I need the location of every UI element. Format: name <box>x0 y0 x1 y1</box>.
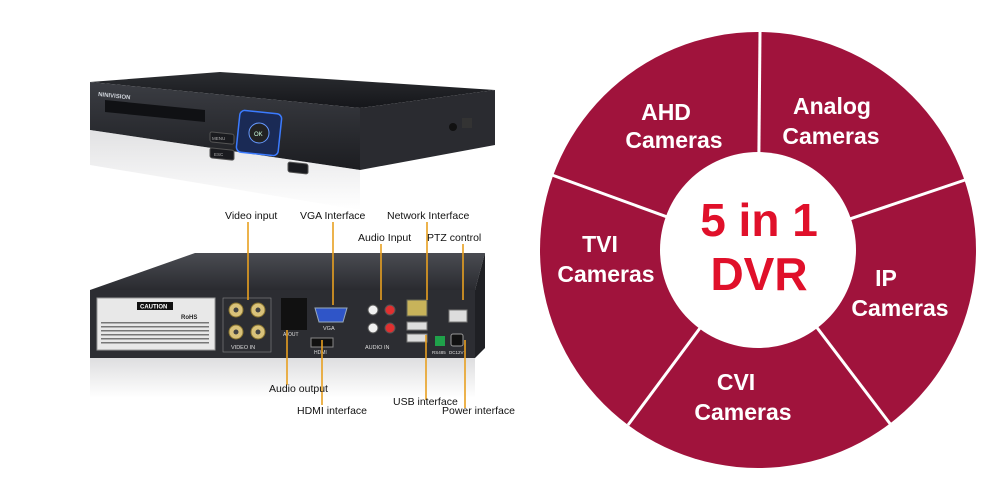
dvr-rear-image: CAUTION RoHS VIDEO IN A-OUT HDMI VGA AUD… <box>90 253 485 398</box>
segment-ahd-line2: Cameras <box>625 127 722 153</box>
dc12v-label: DC12V <box>449 350 464 355</box>
segment-ahd-line1: AHD <box>641 99 691 125</box>
segment-tvi-line2: Cameras <box>557 261 654 287</box>
segment-cvi-line1: CVI <box>717 369 755 395</box>
dvr-front-image: NINIVISION MENU ESC OK <box>90 72 495 210</box>
callout-vga-interface: VGA Interface <box>300 210 366 222</box>
center-title-line2: DVR <box>710 248 807 300</box>
esc-label: ESC <box>214 152 224 157</box>
audio-in-label: AUDIO IN <box>365 345 389 351</box>
rs485-label: RS485 <box>432 350 446 355</box>
wheel-center <box>660 152 856 348</box>
callout-power-interface: Power interface <box>442 405 515 417</box>
a-out-label: A-OUT <box>283 332 299 338</box>
segment-ip-line1: IP <box>875 265 897 291</box>
callout-audio-output: Audio output <box>269 383 328 395</box>
center-title-line1: 5 in 1 <box>700 194 818 246</box>
callout-hdmi-interface: HDMI interface <box>297 405 368 417</box>
callout-usb-interface: USB interface <box>393 396 458 408</box>
menu-label: MENU <box>212 136 225 141</box>
caution-title: CAUTION <box>140 305 167 311</box>
segment-tvi-line1: TVI <box>582 231 618 257</box>
callout-ptz-control: PTZ control <box>427 232 482 244</box>
video-in-label: VIDEO IN <box>231 345 255 351</box>
callout-lines <box>247 222 466 408</box>
front-brand: NINIVISION <box>98 92 131 101</box>
hdmi-label: HDMI <box>314 350 327 356</box>
segment-analog-line1: Analog <box>793 93 871 119</box>
rohs-label: RoHS <box>181 315 197 321</box>
callout-network-interface: Network Interface <box>387 210 470 222</box>
ok-label: OK <box>254 132 263 138</box>
segment-cvi-line2: Cameras <box>694 399 791 425</box>
segment-analog-line2: Cameras <box>782 123 879 149</box>
segment-ip-line2: Cameras <box>851 295 948 321</box>
callout-video-input: Video input <box>225 210 278 222</box>
callout-audio-input: Audio Input <box>358 232 412 244</box>
vga-label: VGA <box>323 326 335 332</box>
five-in-one-wheel: AHD Cameras Analog Cameras IP Cameras CV… <box>540 31 976 468</box>
